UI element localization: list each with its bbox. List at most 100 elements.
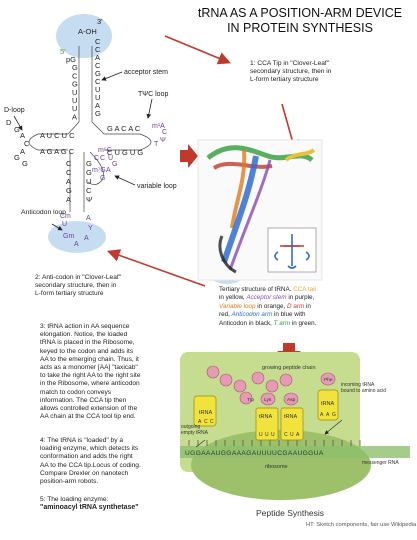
page-title: tRNA AS A POSITION-ARM DEVICE IN PROTEIN… xyxy=(190,6,410,36)
nucleotide: U xyxy=(62,221,67,228)
nucleotide: A xyxy=(326,412,330,418)
note-4-line: Compare Drexler on nanotech xyxy=(40,469,129,477)
d-arm-top: A U C U C xyxy=(40,131,75,140)
tertiary-structure-image xyxy=(197,139,323,281)
note-3-line: tRNA is placed in the Ribosome, xyxy=(40,339,135,347)
nucleotide: G xyxy=(66,186,72,195)
note-2-line: 2: Anti-codon in "Clover-Leaf" xyxy=(35,274,122,281)
messenger-rna-label: messenger RNA xyxy=(362,460,399,466)
five-prime-label: 5' xyxy=(60,47,66,56)
nucleotide: C xyxy=(162,129,167,136)
note-3-line: information. The CCA tip then xyxy=(40,396,127,404)
mrna-sequence: UGGAAAUGGAAAGAUUUUCGAAUGGUA xyxy=(185,450,324,457)
nucleotide: C xyxy=(66,168,72,177)
nucleotide: C xyxy=(94,155,99,162)
note-3-line: elongation. Notice, the loaded xyxy=(40,331,128,339)
trna-site-a xyxy=(280,407,304,441)
nucleotide: m⁵C xyxy=(98,147,112,154)
d-arm-bottom: A G A G C xyxy=(40,147,75,156)
variable-loop-label: variable loop xyxy=(137,183,177,190)
nucleotide: G xyxy=(95,69,101,78)
nucleotide: U xyxy=(86,177,91,186)
nucleotide: C xyxy=(95,45,101,54)
nucleotide: A xyxy=(20,131,25,140)
nucleotide: C xyxy=(95,77,101,86)
note-2-line: L-form tertiary structure xyxy=(35,290,104,298)
nucleotide: U xyxy=(265,432,269,438)
anticodon-highlight xyxy=(48,221,106,253)
outgoing-trna xyxy=(193,395,217,427)
cca-highlight xyxy=(56,14,112,58)
nucleotide: C xyxy=(284,432,288,438)
nucleotide: A xyxy=(20,147,25,156)
nucleotide: A xyxy=(74,241,79,248)
trna-p-label: tRNA xyxy=(259,414,272,420)
nucleotide: pG xyxy=(66,55,76,64)
nucleotide: G xyxy=(112,161,117,168)
nucleotide: G xyxy=(86,168,92,177)
note-3-line: keyed to the codon and adds its xyxy=(40,347,134,355)
nucleotide: A xyxy=(106,167,111,174)
arrow-to-anticodon xyxy=(106,249,206,287)
note-1-line: L-form tertiary structure xyxy=(250,76,319,84)
arrow-to-note1 xyxy=(164,35,231,65)
nucleotide: Y xyxy=(88,225,93,232)
d-loop-label: D-loop xyxy=(4,107,25,114)
nucleotide: A xyxy=(320,412,324,418)
t-arm-bottom: C U G U G xyxy=(107,148,143,157)
aa-trp: Trp xyxy=(247,397,254,403)
incoming-trna xyxy=(317,389,339,421)
incoming-trna-tag: tRNA xyxy=(321,401,334,407)
tpsic-loop-label: TΨC loop xyxy=(138,91,168,98)
note-1: 1: CCA Tip in "Clover-Leaf" secondary st… xyxy=(250,60,331,85)
nucleotide: U xyxy=(95,85,100,94)
nucleotide: A xyxy=(198,419,202,425)
outgoing-line-2: empty tRNA xyxy=(181,430,209,436)
note-4-line: conformation and adds the right xyxy=(40,453,133,461)
nucleotide: G xyxy=(100,175,105,182)
peptide-synthesis-label: Peptide Synthesis xyxy=(256,508,325,518)
aa-phe: Phe xyxy=(324,377,333,383)
note-4-line: AA to the CCA tip.Locus of coding. xyxy=(40,461,141,469)
note-3-line: AA to the emerging chain. Thus, it xyxy=(40,355,139,363)
cloverleaf-nucleotides: 3' A-OH 5' xyxy=(60,17,103,56)
ribosome-scene xyxy=(180,352,410,500)
note-4-line: loading enzyme, which detects its xyxy=(40,445,139,453)
title-line-1: tRNA AS A POSITION-ARM DEVICE xyxy=(197,6,403,20)
nucleotide: C xyxy=(66,159,72,168)
three-prime-label: 3' xyxy=(97,17,103,26)
nucleotide: D xyxy=(6,118,12,127)
note-4-line: position-arm robots. xyxy=(40,478,99,486)
aa-lys: Lys xyxy=(264,397,272,403)
peptide-chain xyxy=(206,365,293,393)
note-4-line: 4: The tRNA is "loaded" by a xyxy=(40,437,123,444)
nucleotide: U xyxy=(108,155,113,162)
nucleotide: A xyxy=(72,112,77,121)
nucleotide: A xyxy=(95,101,100,110)
nucleotide: Ψ xyxy=(86,195,92,204)
note-5-line: 5: The loading enzyme: xyxy=(40,496,109,503)
a-oh-label: A-OH xyxy=(78,27,97,36)
anticodon-loop-label: Anticodon loop xyxy=(21,209,66,216)
note-5-enzyme: "aminoacyl tRNA synthetase" xyxy=(40,504,139,512)
trna-site-p xyxy=(255,407,279,441)
nucleotide: U xyxy=(72,88,77,97)
incoming-line-2: bound to amino acid xyxy=(341,388,386,394)
nucleotide: U xyxy=(290,432,294,438)
nucleotide: U xyxy=(72,104,77,113)
nucleotide: C xyxy=(72,71,78,80)
tertiary-caption: Tertiary structure of tRNA. CCA tail in … xyxy=(219,286,317,327)
note-3-line: to take the right AA to the right site xyxy=(40,372,141,380)
nucleotide: Cm xyxy=(60,213,71,220)
nucleotide: C xyxy=(95,37,101,46)
nucleotide: Gm xyxy=(63,233,74,240)
nucleotide: G xyxy=(95,109,101,118)
nucleotide: m⁷G xyxy=(92,167,106,174)
